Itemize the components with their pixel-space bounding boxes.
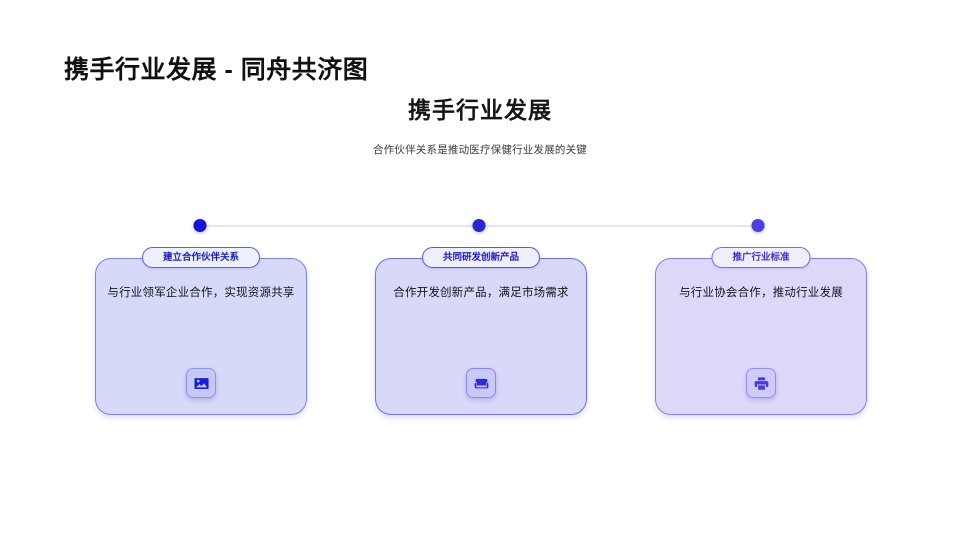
card-badge-1: 建立合作伙伴关系 (141, 247, 261, 268)
card-body-2: 合作开发创新产品，满足市场需求 (393, 287, 569, 299)
partnership-card-3[interactable]: 推广行业标准 与行业协会合作，推动行业发展 (655, 247, 867, 415)
printer-icon (746, 368, 776, 398)
timeline-dot-3 (751, 219, 765, 232)
card-badge-3: 推广行业标准 (711, 247, 811, 268)
main-heading: 携手行业发展 (408, 97, 552, 123)
card-badge-2: 共同研发创新产品 (421, 247, 541, 268)
timeline-dot-1 (193, 219, 207, 232)
partnership-card-2[interactable]: 共同研发创新产品 合作开发创新产品，满足市场需求 (375, 247, 587, 415)
card-body-3: 与行业协会合作，推动行业发展 (679, 287, 843, 299)
armchair-icon (466, 368, 496, 398)
timeline-dot-2 (472, 219, 486, 232)
card-body-1: 与行业领军企业合作，实现资源共享 (107, 287, 295, 299)
sub-heading: 合作伙伴关系是推动医疗保健行业发展的关键 (373, 143, 587, 156)
heading-block: 携手行业发展 合作伙伴关系是推动医疗保健行业发展的关键 (0, 97, 960, 157)
timeline (193, 219, 765, 232)
partnership-card-1[interactable]: 建立合作伙伴关系 与行业领军企业合作，实现资源共享 (95, 247, 307, 415)
image-icon (186, 368, 216, 398)
page-title: 携手行业发展 - 同舟共济图 (64, 56, 369, 84)
card-group: 建立合作伙伴关系 与行业领军企业合作，实现资源共享 共同研发创新产品 合作开发创… (0, 247, 960, 428)
